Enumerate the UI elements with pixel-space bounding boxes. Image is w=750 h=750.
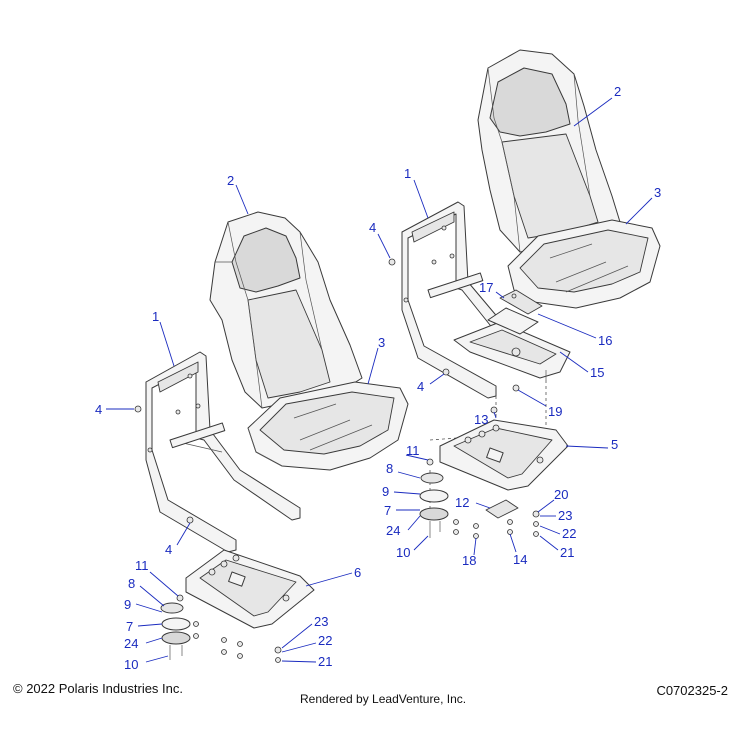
left-frame-pin-lower bbox=[186, 516, 194, 524]
callout-left-frame-pin-lower: 4 bbox=[165, 542, 172, 557]
right-frame-pin-upper bbox=[388, 258, 396, 266]
callout-right-part-21: 21 bbox=[560, 545, 574, 560]
callout-left-part-21: 21 bbox=[318, 654, 332, 669]
callout-left-frame-pin-upper: 4 bbox=[95, 402, 102, 417]
callout-right-part-16: 16 bbox=[598, 333, 612, 348]
right-frame-pin-lower bbox=[442, 368, 450, 376]
callout-right-base: 5 bbox=[611, 437, 618, 452]
right-mounting-bracket bbox=[453, 321, 571, 380]
callout-left-part-7: 7 bbox=[126, 619, 133, 634]
callout-right-frame: 1 bbox=[404, 166, 411, 181]
rendered-by-text: Rendered by LeadVenture, Inc. bbox=[300, 692, 467, 706]
right-seat-assembly: 1 2 3 4 4 5 11 8 9 7 24 10 12 bbox=[369, 49, 661, 568]
right-seat-base bbox=[439, 419, 569, 491]
callout-left-part-24: 24 bbox=[124, 636, 138, 651]
right-latch bbox=[487, 289, 543, 335]
callout-right-seat-cushion: 3 bbox=[654, 185, 661, 200]
left-seat-assembly: 1 2 3 4 4 6 11 8 9 7 24 10 23 bbox=[95, 173, 409, 672]
callout-right-part-15: 15 bbox=[590, 365, 604, 380]
callout-right-part-10: 10 bbox=[396, 545, 410, 560]
callout-right-frame-pin-upper: 4 bbox=[369, 220, 376, 235]
callout-right-seat-back: 2 bbox=[614, 84, 621, 99]
callout-right-part-20: 20 bbox=[554, 487, 568, 502]
callout-right-part-14: 14 bbox=[513, 552, 527, 567]
callout-right-part-22: 22 bbox=[562, 526, 576, 541]
left-seat-frame bbox=[145, 351, 301, 553]
callout-right-part-7: 7 bbox=[384, 503, 391, 518]
callout-left-seat-back: 2 bbox=[227, 173, 234, 188]
callout-left-part-10: 10 bbox=[124, 657, 138, 672]
callout-right-part-19: 19 bbox=[548, 404, 562, 419]
left-frame-pin-upper bbox=[134, 405, 142, 413]
callout-right-part-9: 9 bbox=[382, 484, 389, 499]
callout-right-part-23: 23 bbox=[558, 508, 572, 523]
callout-left-part-8: 8 bbox=[128, 576, 135, 591]
callout-left-part-22: 22 bbox=[318, 633, 332, 648]
left-callouts: 1 2 3 4 4 6 11 8 9 7 24 10 23 bbox=[95, 173, 385, 672]
callout-left-part-9: 9 bbox=[124, 597, 131, 612]
callout-right-part-11: 11 bbox=[406, 443, 420, 458]
callout-left-frame: 1 bbox=[152, 309, 159, 324]
callout-right-part-18: 18 bbox=[462, 553, 476, 568]
callout-right-part-8: 8 bbox=[386, 461, 393, 476]
copyright-text: © 2022 Polaris Industries Inc. bbox=[13, 681, 183, 696]
diagram-code: C0702325-2 bbox=[656, 683, 728, 698]
callout-left-part-23: 23 bbox=[314, 614, 328, 629]
callout-right-part-12: 12 bbox=[455, 495, 469, 510]
callout-left-seat-cushion: 3 bbox=[378, 335, 385, 350]
left-seat-cushion bbox=[247, 381, 409, 471]
callout-right-part-13: 13 bbox=[474, 412, 488, 427]
callout-right-part-24: 24 bbox=[386, 523, 400, 538]
left-seat-base bbox=[185, 549, 315, 629]
right-seat-frame bbox=[401, 201, 561, 399]
callout-left-base: 6 bbox=[354, 565, 361, 580]
callout-left-part-11: 11 bbox=[135, 558, 149, 573]
callout-right-part-17: 17 bbox=[479, 280, 493, 295]
left-seat-back bbox=[209, 211, 363, 409]
right-callouts: 1 2 3 4 4 5 11 8 9 7 24 10 12 bbox=[369, 84, 661, 568]
right-seat-back bbox=[477, 49, 621, 253]
right-seat-cushion bbox=[507, 219, 661, 309]
callout-right-frame-pin-lower: 4 bbox=[417, 379, 424, 394]
